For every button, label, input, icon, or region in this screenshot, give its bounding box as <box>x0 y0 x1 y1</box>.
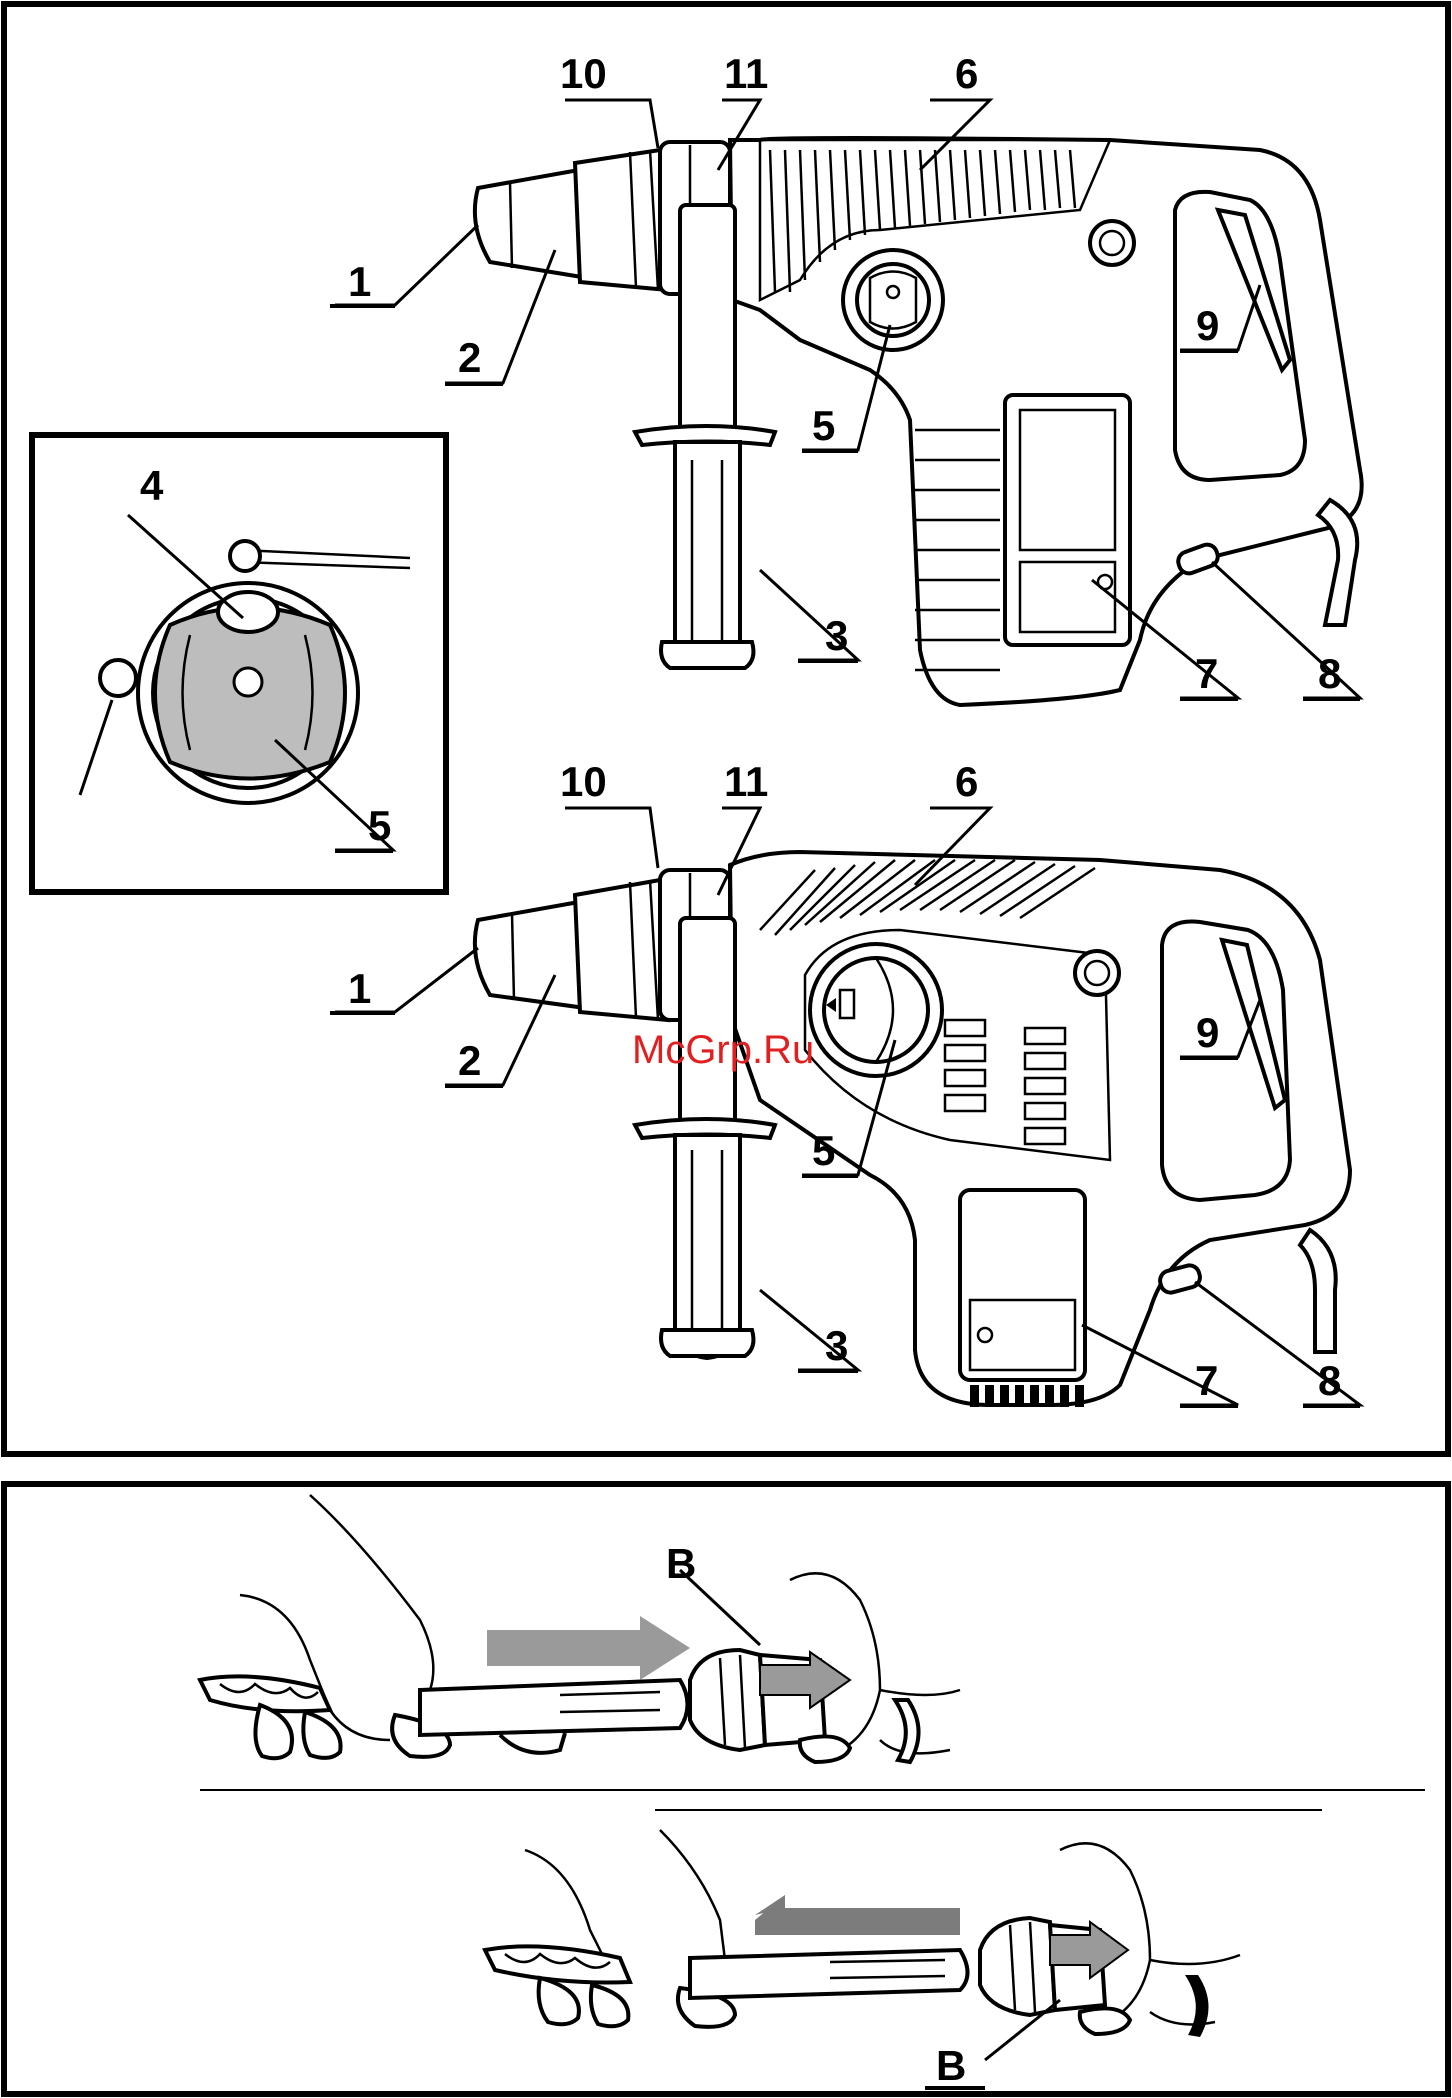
callout-2-bottom: 2 <box>458 1037 481 1084</box>
bit-insertion-illustration <box>200 1495 960 1762</box>
callout-10-bottom: 10 <box>560 758 607 805</box>
callout-9-top: 9 <box>1196 302 1219 349</box>
callout-2-top: 2 <box>458 334 481 381</box>
bit-removal-illustration <box>485 1830 1240 2060</box>
rotary-hammer-model-a <box>475 138 1362 705</box>
insert-callout-b: B <box>666 1540 696 1587</box>
callout-5-top: 5 <box>812 402 835 449</box>
callout-3-bottom: 3 <box>825 1322 848 1369</box>
callout-5-inset: 5 <box>368 802 391 849</box>
callout-7-top: 7 <box>1195 650 1218 697</box>
remove-callout-b: B <box>936 2042 966 2089</box>
callout-1-top: 1 <box>348 258 371 305</box>
callout-10-top: 10 <box>560 50 607 97</box>
callout-8-top: 8 <box>1318 650 1341 697</box>
watermark: McGrp.Ru <box>632 1028 814 1072</box>
callout-5-bottom: 5 <box>812 1127 835 1174</box>
callout-3-top: 3 <box>825 612 848 659</box>
callout-6-top: 6 <box>955 50 978 97</box>
callout-9-bottom: 9 <box>1196 1009 1219 1056</box>
callout-6-bottom: 6 <box>955 758 978 805</box>
callout-4-inset: 4 <box>140 462 164 509</box>
rotary-hammer-model-b <box>475 852 1350 1407</box>
callout-11-top: 11 <box>724 50 768 97</box>
callout-11-bottom: 11 <box>724 758 768 805</box>
callout-7-bottom: 7 <box>1195 1357 1218 1404</box>
callout-1-bottom: 1 <box>348 965 371 1012</box>
callout-8-bottom: 8 <box>1318 1357 1341 1404</box>
